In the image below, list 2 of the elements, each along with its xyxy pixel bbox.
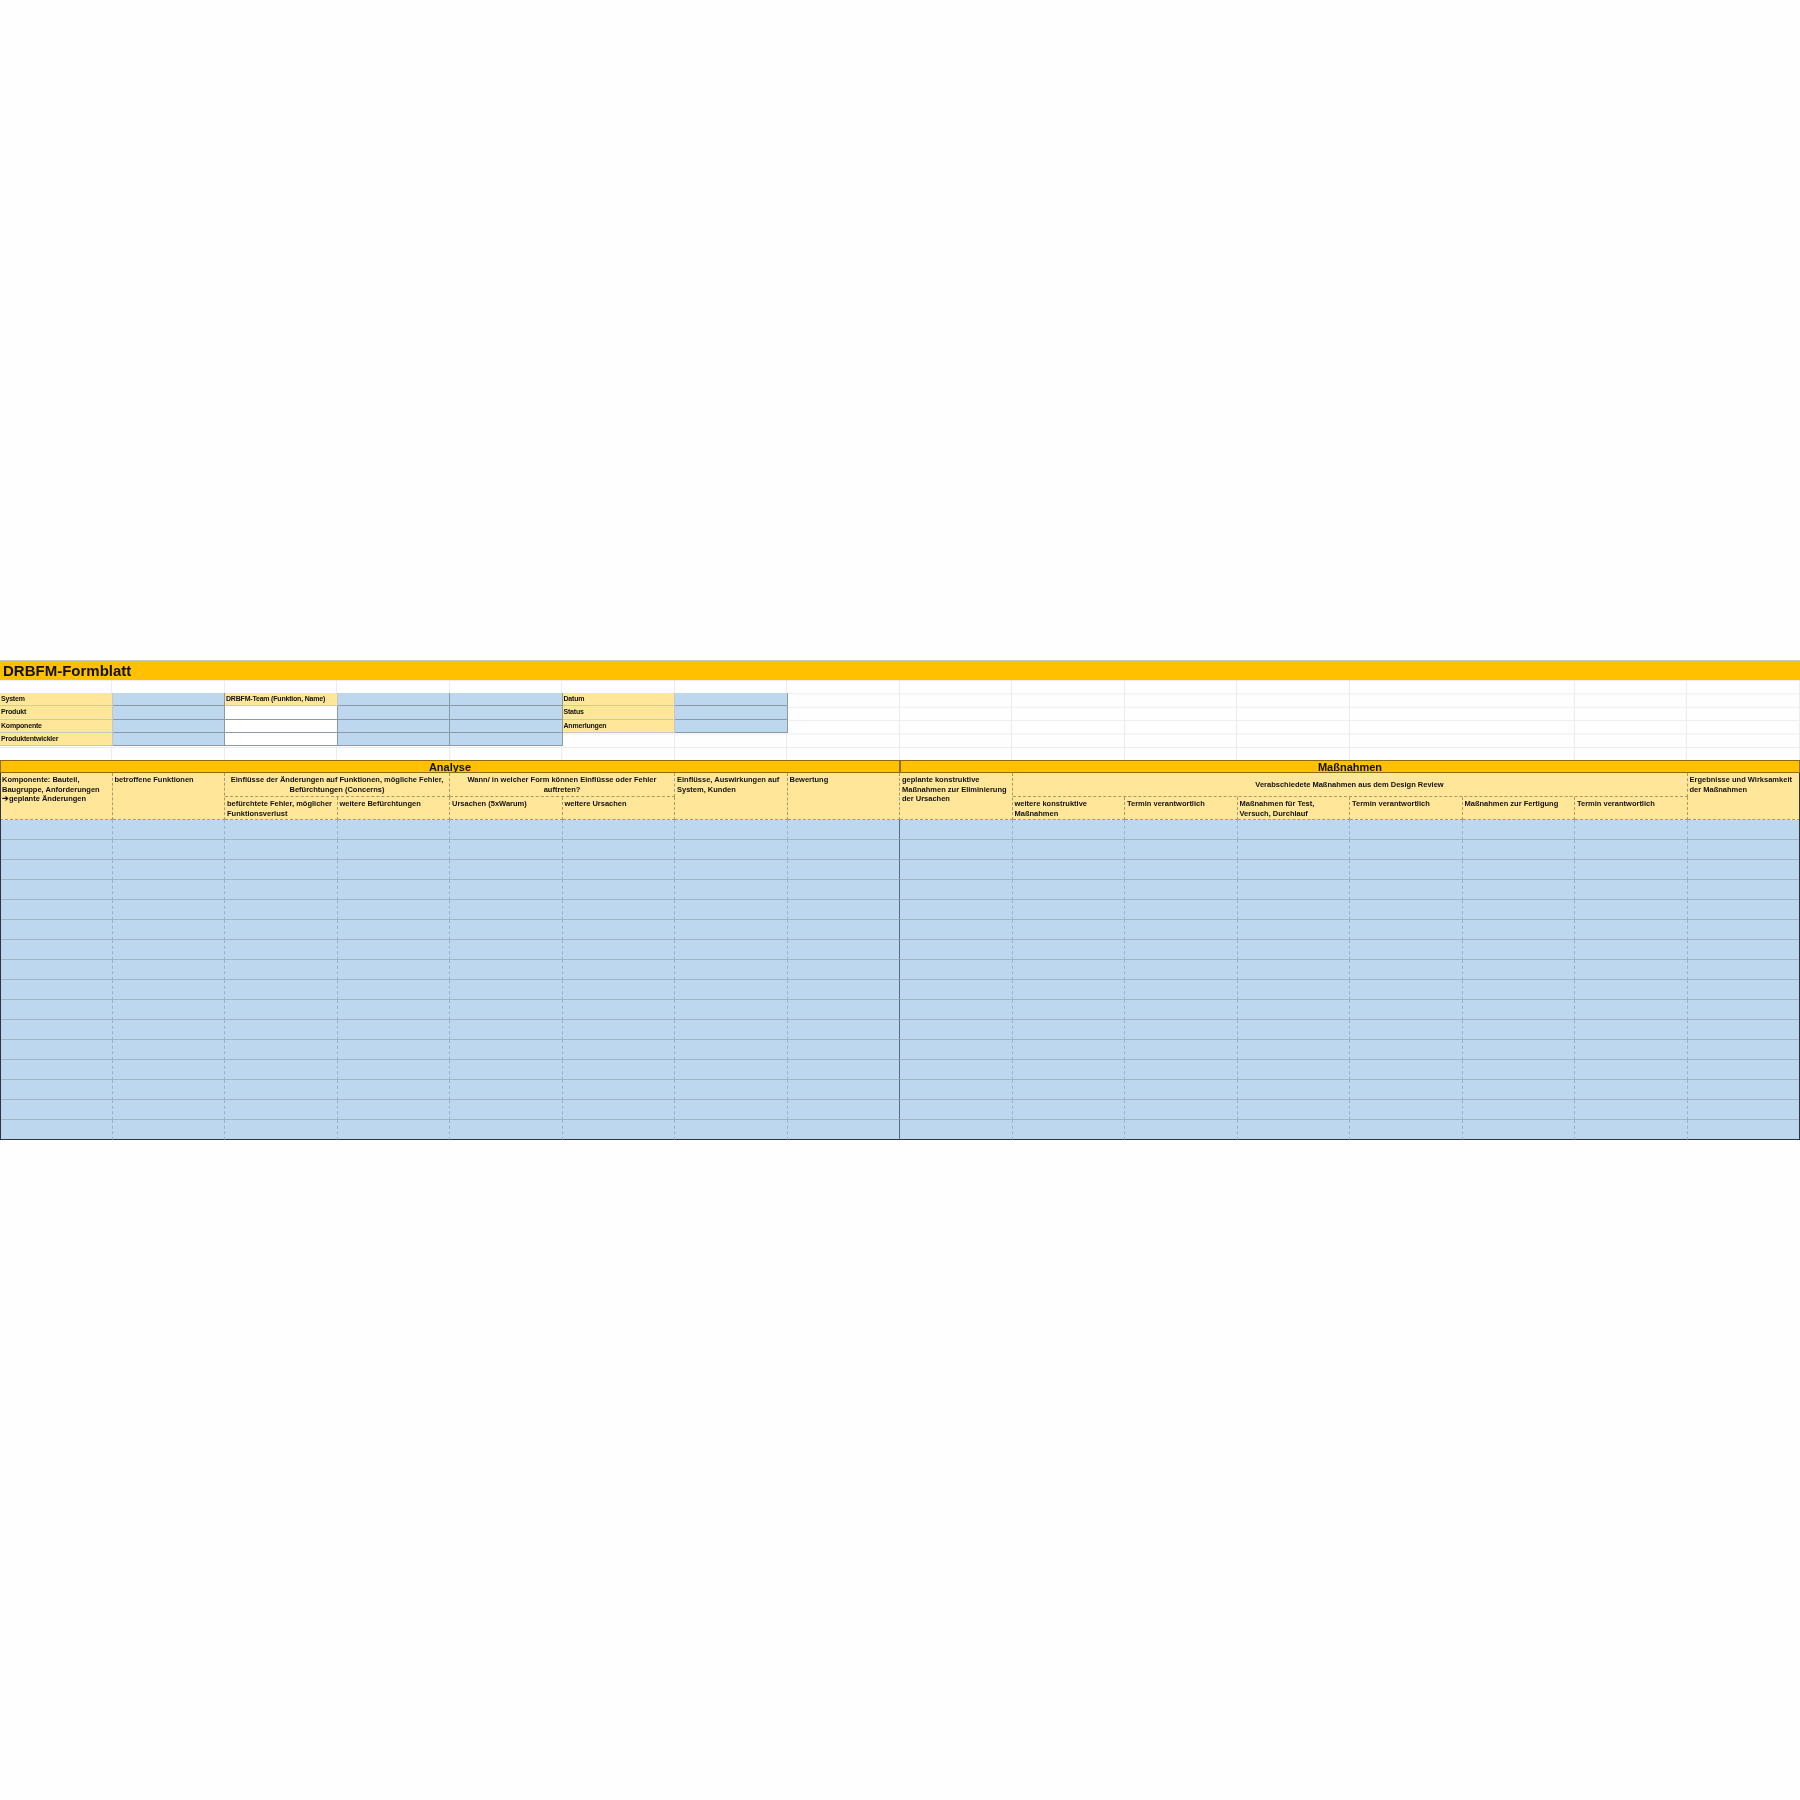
section-header: Maßnahmen — [900, 760, 1800, 773]
form-title: DRBFM-Formblatt — [0, 660, 1800, 680]
